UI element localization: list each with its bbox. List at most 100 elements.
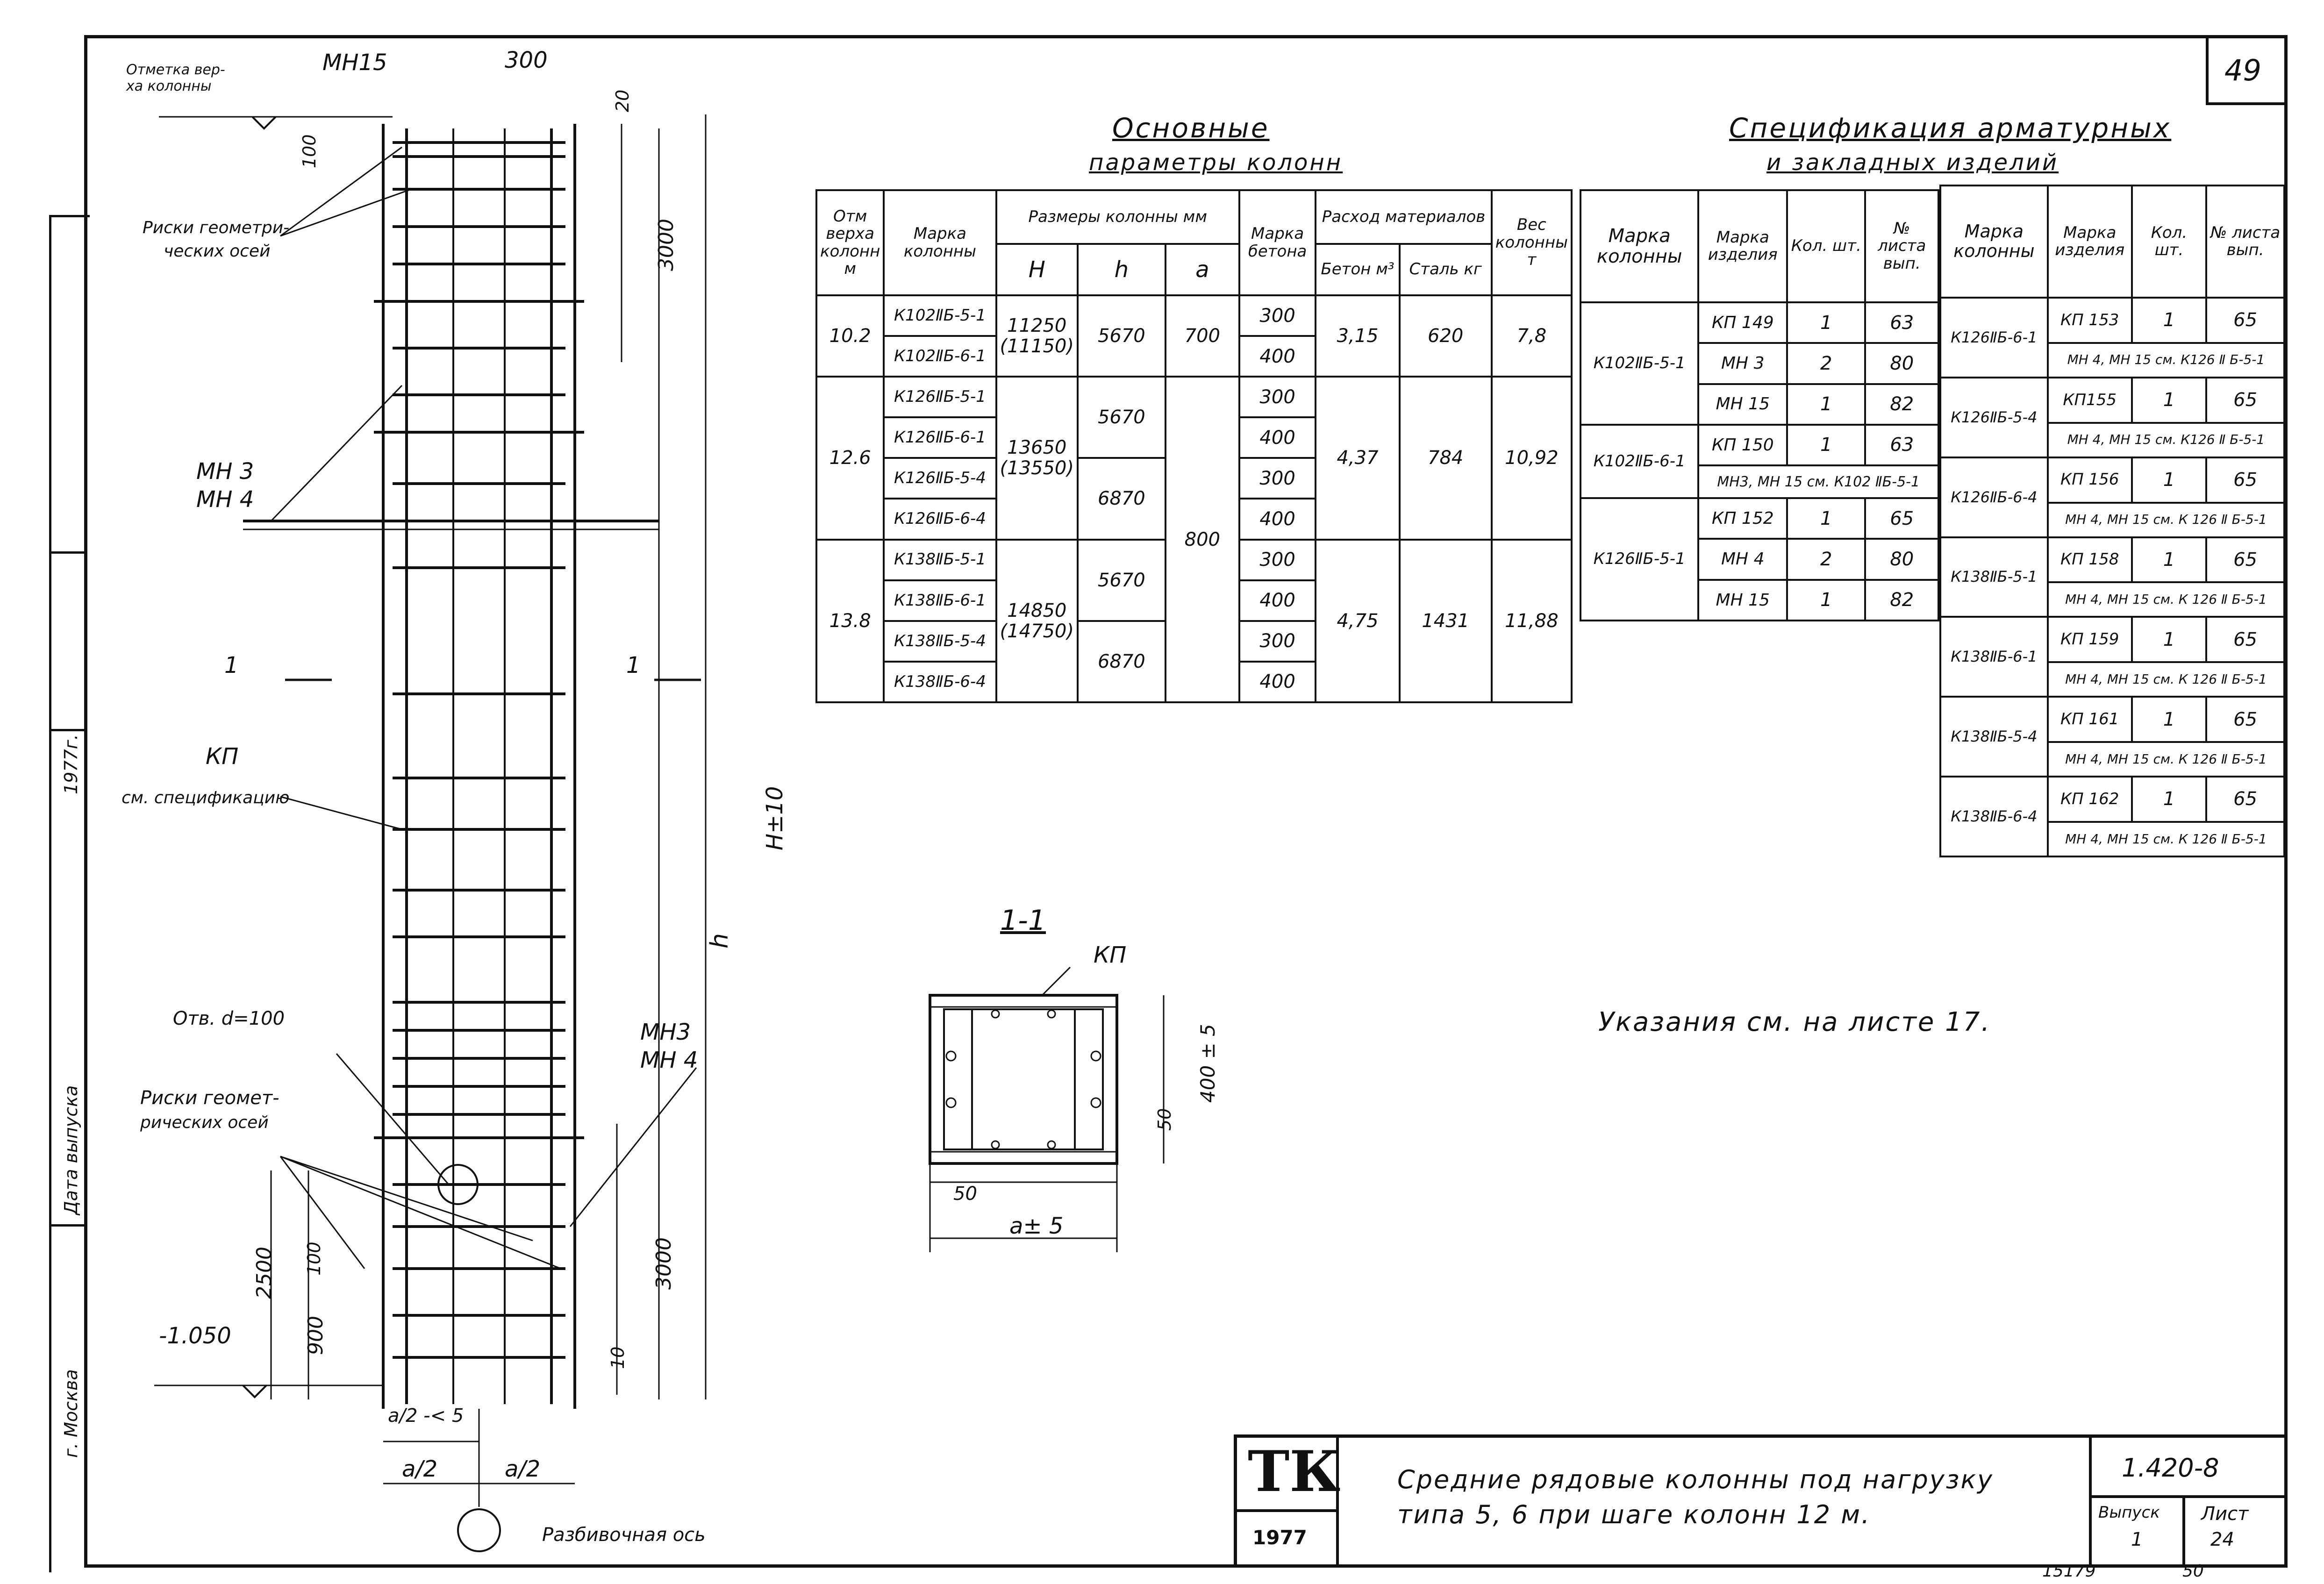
list-cell: 82: [1864, 578, 1939, 622]
kolonna-cell: К126ⅡБ-5-1: [1579, 497, 1700, 621]
section-dim-50-bottom: 50: [953, 1183, 977, 1205]
list-cell: 65: [2205, 536, 2285, 584]
ves-cell: 10,92: [1490, 376, 1573, 541]
note-cell: МН 4, МН 15 см. К 126 Ⅱ Б-5-1: [2046, 661, 2286, 698]
kolonna-cell: К138ⅡБ-6-4: [1939, 776, 2049, 857]
dim-a2-5: a/2 -< 5: [388, 1405, 464, 1427]
kol-cell: 1: [2131, 776, 2208, 823]
kol-cell: 2: [1786, 342, 1866, 385]
mn4-label: МН 4: [196, 486, 254, 513]
kol-cell: 1: [1786, 578, 1866, 622]
axis-label: Разбивочная ось: [542, 1524, 706, 1546]
H-cell: 13650 (13550): [995, 376, 1079, 541]
col-kol: Кол. шт.: [2131, 185, 2208, 299]
params-title: Основные: [1112, 112, 1270, 144]
kol-cell: 1: [2131, 696, 2208, 743]
col-kolonna: Марка колонны: [1579, 189, 1700, 303]
list-cell: 63: [1864, 423, 1939, 467]
stal-cell: 784: [1398, 376, 1493, 541]
col-h: h: [1076, 243, 1166, 296]
title-block-right-box: [2089, 1434, 2288, 1568]
dim-h: h: [706, 933, 734, 949]
list-value: 24: [2210, 1529, 2234, 1550]
bet-cell: 300: [1238, 457, 1317, 500]
bet-cell: 300: [1238, 538, 1317, 581]
col-H: H: [995, 243, 1079, 296]
beton-cell: 4,37: [1315, 376, 1401, 541]
izdelie-cell: МН 3: [1697, 342, 1788, 385]
instructions-note: Указания см. на листе 17.: [1598, 1007, 1991, 1037]
list-cell: 65: [2205, 616, 2285, 664]
dim-3000-bottom: 3000: [652, 1237, 676, 1290]
dim-a2-right: a/2: [505, 1456, 541, 1482]
section-title: 1-1: [1000, 904, 1046, 937]
list-cell: 80: [1864, 342, 1939, 385]
bet-cell: 300: [1238, 294, 1317, 337]
izdelie-cell: МН 15: [1697, 383, 1788, 426]
elevation-minus: -1.050: [159, 1323, 231, 1349]
dim-300: 300: [505, 47, 548, 73]
mn3-label: МН 3: [196, 458, 254, 485]
stal-cell: 1431: [1398, 538, 1493, 704]
left-margin-strip: [49, 215, 90, 1572]
bet-cell: 400: [1238, 498, 1317, 541]
margin-year: 1977г.: [61, 734, 81, 794]
h-cell: 5670: [1076, 376, 1166, 459]
top-mark-label: Отметка вер-: [126, 62, 225, 78]
spec-title-2: и закладных изделий: [1766, 150, 2059, 176]
params-title-2: параметры колонн: [1089, 150, 1343, 176]
kol-cell: 2: [1786, 538, 1866, 581]
col-list: № листа вып.: [2205, 185, 2285, 299]
izdelie-cell: КП 161: [2046, 696, 2133, 743]
bet-cell: 300: [1238, 620, 1317, 663]
kolonna-cell: К126ⅡБ-6-4: [1939, 456, 2049, 538]
series-number: 1.420-8: [2122, 1453, 2219, 1483]
col-kolonna: Марка колонны: [1939, 185, 2049, 299]
kolonna-cell: К138ⅡБ-5-4: [1939, 696, 2049, 778]
marka-cell: К126ⅡБ-5-4: [883, 457, 997, 500]
title-block-divider: [1234, 1509, 1339, 1512]
dim-2500: 2500: [252, 1247, 276, 1299]
col-izdelie: Марка изделия: [2046, 185, 2133, 299]
hole-label: Отв. d=100: [173, 1008, 285, 1029]
title-block: [1234, 1434, 2288, 1568]
bet-cell: 400: [1238, 416, 1317, 459]
col-kol: Кол. шт.: [1786, 189, 1866, 303]
margin-date-label: Дата выпуска: [61, 1085, 81, 1215]
list-cell: 65: [1864, 497, 1939, 540]
kolonna-cell: К138ⅡБ-6-1: [1939, 616, 2049, 698]
kol-cell: 1: [1786, 423, 1866, 467]
kol-cell: 1: [2131, 456, 2208, 504]
title-block-divider: [2182, 1495, 2185, 1568]
risk-axes-bottom: Риски геомет-: [140, 1087, 279, 1109]
a-cell: 800: [1164, 376, 1240, 703]
izdelie-cell: КП 150: [1697, 423, 1788, 467]
bet-cell: 400: [1238, 335, 1317, 378]
bet-cell: 400: [1238, 579, 1317, 622]
col-marka: Марка колонны: [883, 189, 997, 296]
dim-100-bottom: 100: [304, 1242, 324, 1276]
izdelie-cell: КП 162: [2046, 776, 2133, 823]
margin-city: г. Москва: [61, 1369, 81, 1458]
kolonna-cell: К126ⅡБ-6-1: [1939, 297, 2049, 378]
bet-cell: 400: [1238, 660, 1317, 704]
izdelie-cell: МН 15: [1697, 578, 1788, 622]
dim-3000-top: 3000: [654, 219, 678, 271]
section-dim-50-right: 50: [1154, 1108, 1175, 1131]
list-cell: 65: [2205, 297, 2285, 344]
drawing-title-line1: Средние рядовые колонны под нагрузку: [1397, 1465, 1994, 1494]
marka-cell: К126ⅡБ-5-1: [883, 376, 997, 419]
col-list: № листа вып.: [1864, 189, 1939, 303]
margin-divider: [49, 729, 87, 731]
risk-axes-top-2: ческих осей: [164, 242, 271, 261]
h-cell: 5670: [1076, 538, 1166, 622]
marka-cell: К138ⅡБ-6-4: [883, 660, 997, 704]
H-cell: 14850 (14750): [995, 538, 1079, 704]
bottom-number: 50: [2182, 1562, 2204, 1581]
dim-10: 10: [608, 1346, 628, 1369]
col-rashod: Расход материалов: [1315, 189, 1493, 245]
note-cell: МН 4, МН 15 см. К 126 Ⅱ Б-5-1: [2046, 741, 2286, 778]
otm-cell: 13.8: [815, 538, 885, 704]
section-kp-label: КП: [1094, 942, 1127, 968]
dim-20: 20: [612, 89, 633, 112]
